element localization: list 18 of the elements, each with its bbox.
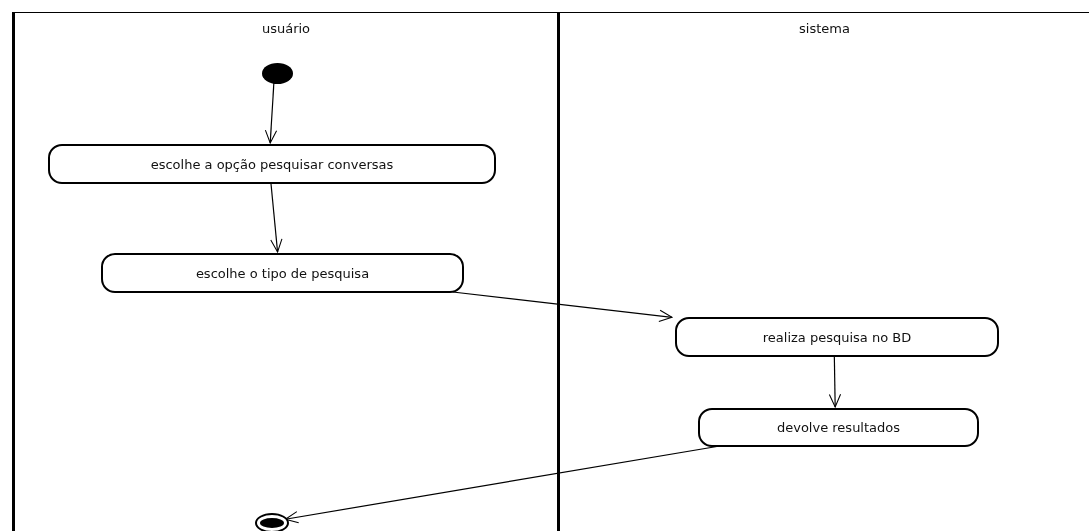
initial-node (262, 63, 293, 84)
action-box (48, 144, 496, 184)
lane-title: usuário (260, 21, 312, 36)
action-box (698, 408, 979, 447)
final-node (255, 513, 289, 531)
arrow (452, 291, 673, 322)
swimlane (557, 12, 1089, 531)
arrow (270, 182, 283, 253)
action-box (675, 317, 999, 357)
action-label: escolhe a opção pesquisar conversas (150, 156, 394, 172)
action-label: escolhe o tipo de pesquisa (195, 265, 370, 281)
arrow (264, 82, 278, 144)
swimlane (12, 12, 557, 531)
lane-title: sistema (798, 21, 851, 36)
action-box (101, 253, 464, 293)
arrow (828, 355, 842, 408)
action-label: realiza pesquisa no BD (762, 329, 912, 345)
action-label: devolve resultados (776, 420, 901, 435)
